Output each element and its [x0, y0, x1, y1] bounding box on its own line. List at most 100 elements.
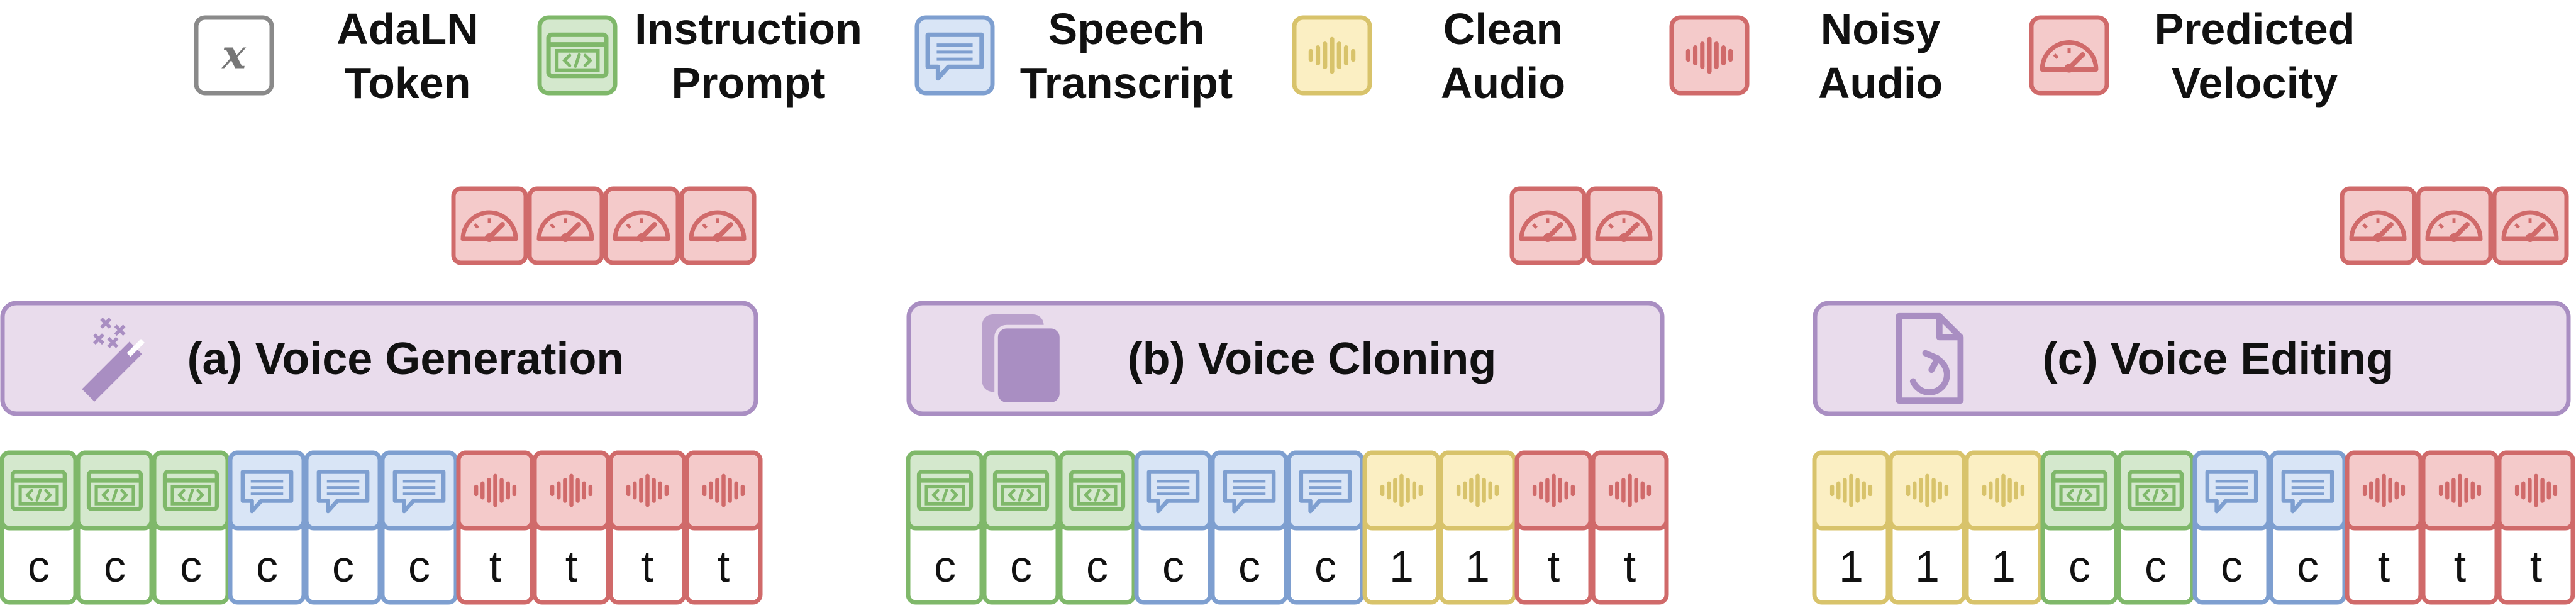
speech-bubble-icon — [1223, 470, 1276, 514]
velocity-token — [527, 186, 604, 265]
speech-bubble-icon — [2205, 470, 2258, 514]
token-clean: 1 — [1362, 450, 1441, 605]
legend-swatch — [194, 15, 274, 96]
x-token-icon: x — [221, 31, 247, 77]
token-speech: c — [2268, 450, 2347, 605]
legend-label: Noisy — [1821, 4, 1941, 53]
token-label: c — [332, 542, 354, 591]
velocity-token — [2492, 186, 2569, 265]
legend-label: Audio — [1441, 58, 1565, 108]
speech-bubble-icon — [316, 470, 370, 514]
token-instruction: c — [982, 450, 1060, 605]
token-instruction: c — [75, 450, 154, 605]
velocity-token — [2340, 186, 2417, 265]
token-noisy: t — [608, 450, 687, 605]
token-label: c — [934, 542, 956, 591]
token-label: c — [2221, 542, 2243, 591]
token-clean: 1 — [1964, 450, 2043, 605]
token-label: t — [489, 542, 501, 591]
model-banner: (b) Voice Cloning — [906, 301, 1665, 416]
code-window-icon — [916, 470, 974, 511]
token-speech: c — [1286, 450, 1365, 605]
waveform-icon — [1456, 473, 1499, 507]
speech-bubble-icon — [925, 32, 984, 81]
waveform-icon — [550, 473, 593, 507]
legend-label: Instruction — [635, 4, 862, 53]
waveform-icon — [2438, 473, 2482, 507]
panel-title: (a) Voice Generation — [187, 334, 625, 384]
speedometer-icon — [2349, 210, 2407, 242]
token-label: c — [1010, 542, 1032, 591]
speedometer-icon — [2040, 40, 2099, 73]
token-label: t — [2454, 542, 2466, 591]
copy-icon — [982, 314, 1063, 406]
token-speech: c — [304, 450, 382, 605]
token-instruction: c — [152, 450, 230, 605]
code-window-icon — [1069, 470, 1126, 511]
velocity-tokens — [2340, 186, 2569, 265]
code-window-icon — [86, 470, 143, 511]
token-label: t — [718, 542, 730, 591]
legend-label: Velocity — [2172, 58, 2338, 108]
legend-label: Speech — [1048, 4, 1205, 53]
token-noisy: t — [532, 450, 611, 605]
code-window-icon — [10, 470, 67, 511]
token-label: c — [104, 542, 126, 591]
magic-wand-icon — [82, 318, 145, 402]
legend-label: Predicted — [2155, 4, 2355, 53]
token-label: c — [2297, 542, 2319, 591]
velocity-tokens — [451, 186, 757, 265]
panel-title: (c) Voice Editing — [2043, 334, 2394, 384]
waveform-icon — [1608, 473, 1652, 507]
token-label: c — [1314, 542, 1336, 591]
token-speech: c — [228, 450, 306, 605]
legend-swatch — [537, 15, 618, 96]
velocity-tokens — [1509, 186, 1663, 265]
legend-swatch — [2029, 15, 2109, 96]
code-window-icon — [2051, 470, 2108, 511]
token-label: 1 — [1465, 542, 1490, 591]
speedometer-icon — [460, 210, 518, 242]
legend-label: Audio — [1818, 58, 1943, 108]
velocity-token — [1585, 186, 1663, 265]
waveform-icon — [2514, 473, 2558, 507]
speedometer-icon — [536, 210, 594, 242]
token-label: c — [2145, 542, 2167, 591]
waveform-icon — [474, 473, 517, 507]
token-label: t — [565, 542, 577, 591]
velocity-token — [2416, 186, 2493, 265]
waveform-icon — [1380, 473, 1423, 507]
velocity-token — [451, 186, 528, 265]
speedometer-icon — [2425, 210, 2483, 242]
speedometer-icon — [1519, 210, 1577, 242]
token-label: 1 — [1991, 542, 2016, 591]
speech-bubble-icon — [1146, 470, 1200, 514]
token-label: c — [256, 542, 278, 591]
file-edit-icon — [1896, 312, 1964, 404]
code-window-icon — [992, 470, 1050, 511]
token-label: t — [641, 542, 653, 591]
token-speech: c — [2192, 450, 2271, 605]
svg-text:x: x — [221, 31, 247, 77]
waveform-icon — [626, 473, 669, 507]
token-label: 1 — [1915, 542, 1940, 591]
token-label: t — [1548, 542, 1560, 591]
token-label: c — [1238, 542, 1260, 591]
token-label: c — [1086, 542, 1108, 591]
velocity-token — [1509, 186, 1587, 265]
speech-bubble-icon — [2281, 470, 2334, 514]
waveform-icon — [1829, 473, 1873, 507]
token-label: c — [2068, 542, 2090, 591]
token-label: 1 — [1839, 542, 1863, 591]
waveform-icon — [702, 473, 745, 507]
